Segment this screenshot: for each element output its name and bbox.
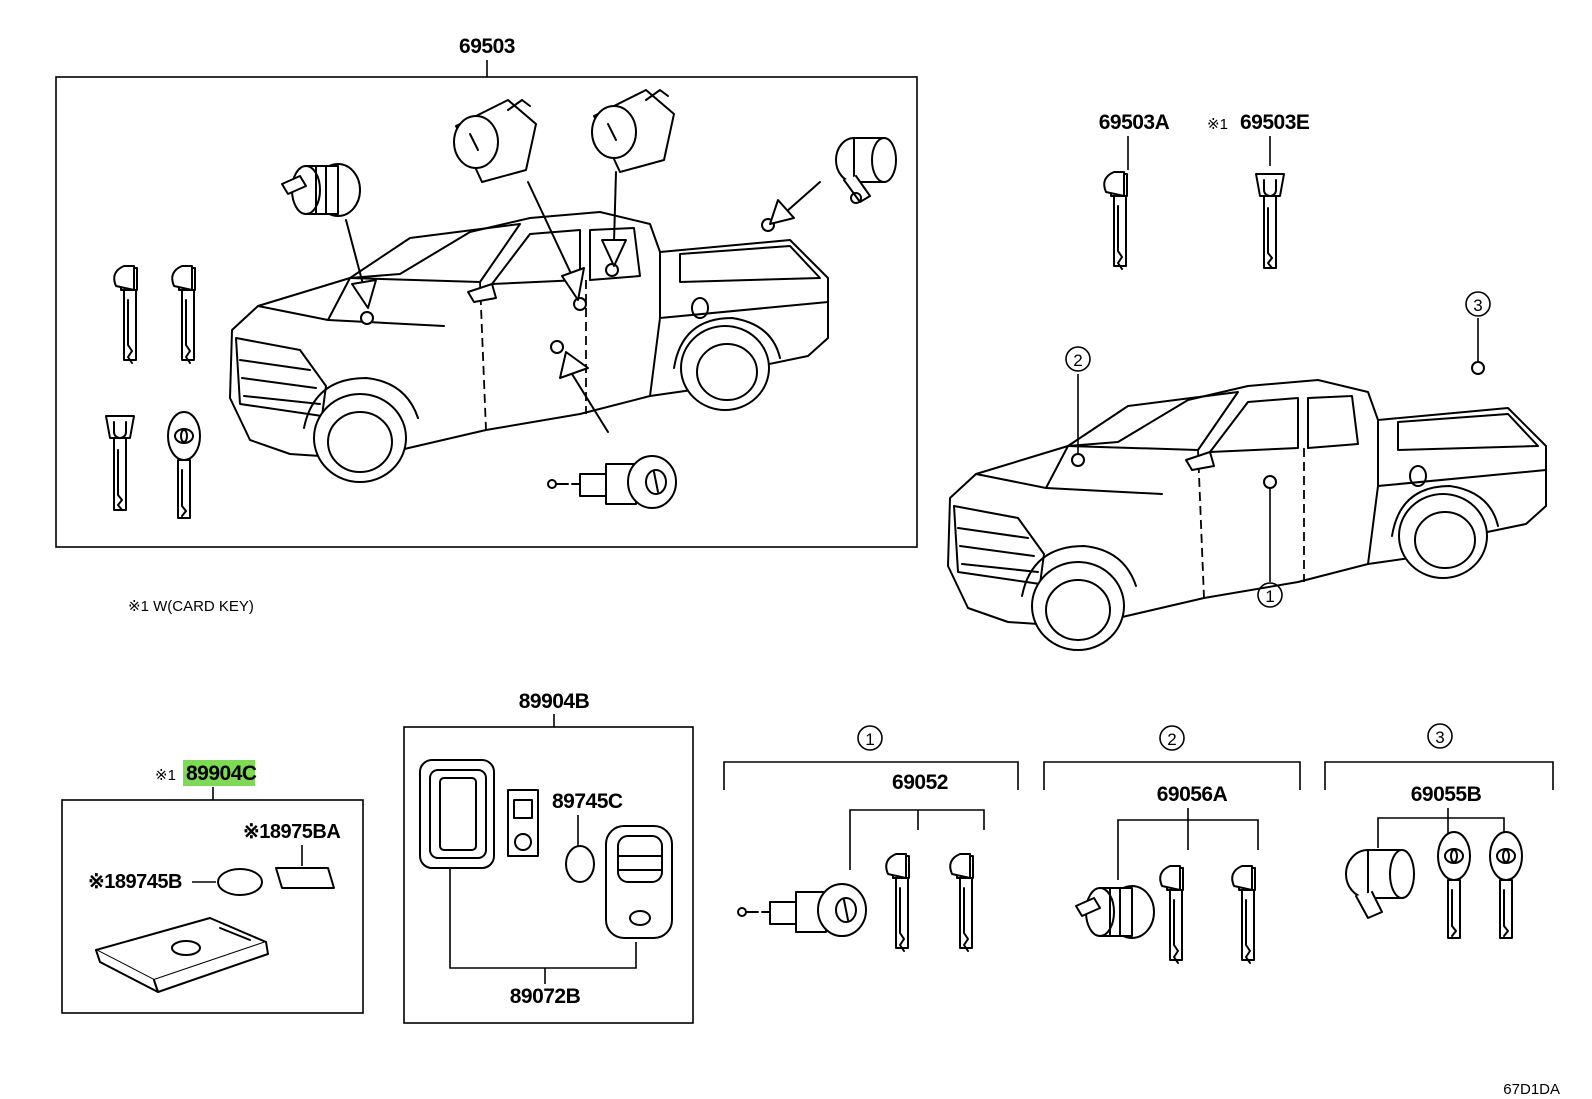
smart-key-case xyxy=(419,759,495,869)
set-1-69052-group: 1 69052 xyxy=(723,725,1019,952)
kit-89904C-group: ※1 89904C ※18975BA ※189745B xyxy=(61,760,364,1014)
part-69503E-group: ※1 69503E xyxy=(1207,111,1310,269)
svg-text:3: 3 xyxy=(1435,728,1444,747)
part-number-89072B: 89072B xyxy=(510,985,581,1008)
tailgate-lock-cylinder-69055B xyxy=(1345,849,1415,919)
svg-text:1: 1 xyxy=(865,730,874,749)
mark-69503E: ※1 xyxy=(1207,116,1228,133)
smart-key-fob xyxy=(605,825,673,939)
callout-circle-3-set: 3 xyxy=(1427,723,1453,749)
ignition-switch-assembly xyxy=(547,455,677,509)
part-number-89745C: 89745C xyxy=(552,790,623,813)
part-69503A-group: 69503A xyxy=(1099,111,1170,270)
part-number-89904B: 89904B xyxy=(519,690,590,713)
kit-89904B-group: 89904B 89745C 89072B xyxy=(403,690,694,1024)
arrow-door-upper xyxy=(601,171,627,267)
svg-text:3: 3 xyxy=(1473,296,1482,315)
door-lock-knob-left xyxy=(453,99,537,183)
part-number-89904C: 89904C xyxy=(186,762,257,785)
lock-cylinder-hood xyxy=(281,163,361,217)
fob-key-69055B-a xyxy=(1437,831,1471,939)
arrow-door-handle xyxy=(527,181,585,301)
kit-69503-box xyxy=(55,76,918,548)
arrow-hood xyxy=(345,219,377,309)
blade-key-1 xyxy=(113,265,138,364)
arrow-tailgate xyxy=(769,181,821,225)
part-number-69052: 69052 xyxy=(892,771,948,794)
blade-key-69056A-b xyxy=(1231,865,1256,964)
card-key-sticker xyxy=(275,867,335,889)
mark-89904C: ※1 xyxy=(155,767,176,784)
truck-illustration-left xyxy=(229,211,829,483)
callout-circle-1-truck: 1 xyxy=(1257,582,1283,608)
kit-69503-group: 69503 xyxy=(55,35,918,548)
smart-key-battery xyxy=(565,845,595,883)
fob-key xyxy=(167,411,201,519)
lock-cylinder-69056A xyxy=(1075,885,1155,939)
truck-illustration-right xyxy=(947,379,1547,651)
highlight-89904C xyxy=(183,760,255,786)
svg-text:2: 2 xyxy=(1167,730,1176,749)
blade-key-69503A xyxy=(1103,171,1128,270)
part-number-8975BA: ※18975BA xyxy=(243,821,340,843)
ignition-switch-69052 xyxy=(737,883,867,937)
footnote-card-key: ※1 W(CARD KEY) xyxy=(128,598,254,615)
diagram-id: 67D1DA xyxy=(1503,1081,1560,1098)
smart-key-board xyxy=(507,789,539,857)
callout-circle-3-truck: 3 xyxy=(1465,291,1491,317)
callout-circle-1-set: 1 xyxy=(857,725,883,751)
callout-circle-2-set: 2 xyxy=(1159,725,1185,751)
blade-key-69052-a xyxy=(885,853,910,952)
svg-text:2: 2 xyxy=(1073,351,1082,370)
fob-key-69055B-b xyxy=(1489,831,1523,939)
arrow-ignition xyxy=(559,351,609,433)
part-number-69503E: 69503E xyxy=(1240,111,1310,134)
emergency-key xyxy=(105,415,135,511)
part-number-69503A: 69503A xyxy=(1099,111,1170,134)
tailgate-lock-cylinder xyxy=(835,137,897,204)
emergency-key-69503E xyxy=(1255,173,1285,269)
truck-illustration-right-group: 2 1 3 xyxy=(947,291,1547,651)
kit-89904B-box xyxy=(403,726,694,1024)
card-key xyxy=(95,917,269,993)
blade-key-69052-b xyxy=(949,853,974,952)
part-number-69055B: 69055B xyxy=(1411,783,1482,806)
card-key-battery xyxy=(217,868,263,896)
door-lock-knob-right xyxy=(591,89,675,173)
blade-key-2 xyxy=(171,265,196,364)
kit-89904C-box xyxy=(61,799,364,1014)
set-2-69056A-group: 2 69056A xyxy=(1043,725,1301,964)
callout-circle-2-truck: 2 xyxy=(1065,346,1091,372)
part-number-89745B: ※189745B xyxy=(88,871,182,893)
set-3-69055B-group: 3 69055B xyxy=(1324,723,1554,939)
blade-key-69056A-a xyxy=(1159,865,1184,964)
svg-text:1: 1 xyxy=(1265,587,1274,606)
part-number-69056A: 69056A xyxy=(1157,783,1228,806)
part-number-69503: 69503 xyxy=(459,35,515,58)
